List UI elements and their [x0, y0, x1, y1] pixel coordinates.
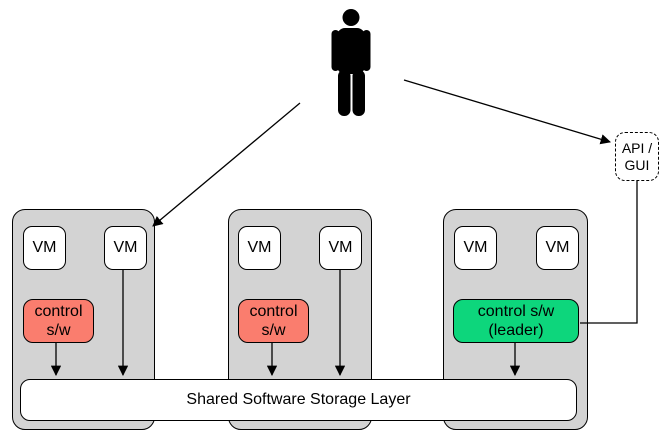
api-gui-box: API / GUI: [615, 132, 659, 181]
control-sw-label-line1: control: [249, 303, 298, 320]
vm-label: VM: [463, 239, 488, 256]
vm-box: VM: [536, 226, 579, 270]
vm-label: VM: [113, 239, 138, 256]
control-sw-leader-box: control s/w (leader): [453, 299, 579, 343]
vm-box: VM: [454, 226, 497, 270]
shared-storage-layer-bar: Shared Software Storage Layer: [20, 379, 577, 421]
person-icon: [331, 9, 371, 116]
api-gui-label-line1: API /: [621, 139, 653, 156]
vm-label: VM: [328, 239, 353, 256]
vm-label: VM: [545, 239, 570, 256]
vm-box: VM: [23, 226, 66, 270]
vm-box: VM: [104, 226, 147, 270]
vm-box: VM: [319, 226, 362, 270]
connector-api-gui-to-leader: [580, 181, 638, 324]
control-sw-leader-label-line2: (leader): [488, 322, 544, 339]
vm-label: VM: [32, 239, 57, 256]
control-sw-box: control s/w: [238, 299, 309, 343]
control-sw-box: control s/w: [23, 299, 94, 343]
arrow-person-to-api-gui: [403, 79, 611, 145]
control-sw-label-line1: control: [34, 303, 83, 320]
shared-storage-layer-label: Shared Software Storage Layer: [186, 391, 411, 408]
api-gui-label-line2: GUI: [624, 156, 650, 173]
control-sw-label-line2: s/w: [46, 322, 71, 339]
arrow-person-to-node1: [152, 102, 301, 227]
control-sw-label-line2: s/w: [261, 322, 286, 339]
vm-box: VM: [238, 226, 281, 270]
vm-label: VM: [247, 239, 272, 256]
control-sw-leader-label-line1: control s/w: [477, 303, 555, 320]
